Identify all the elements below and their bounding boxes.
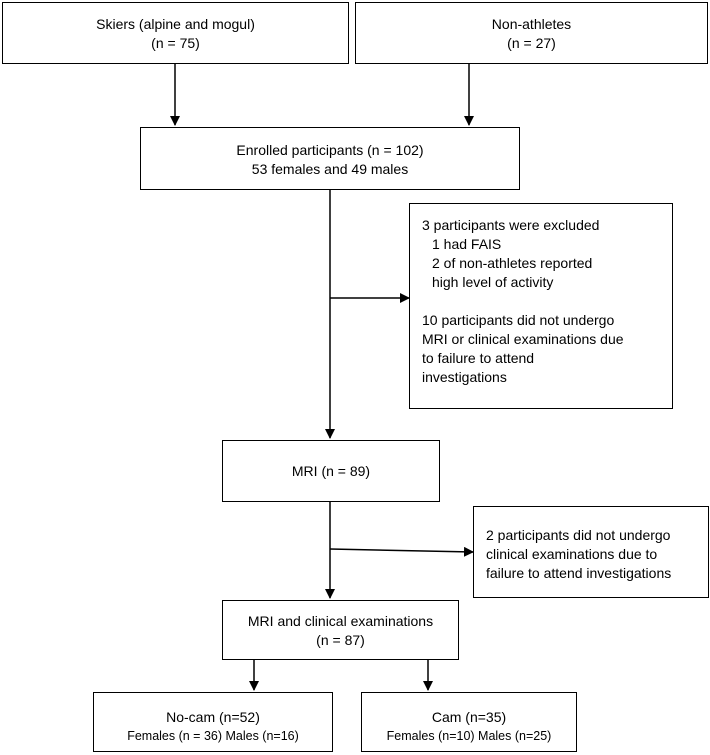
mri-clinical-title: MRI and clinical examinations <box>247 613 434 629</box>
enrolled-title: Enrolled participants (n = 102) <box>236 142 424 158</box>
no-clinical-line-2: clinical examinations due to <box>486 546 658 562</box>
no-clinical-line-3: failure to attend investigations <box>486 565 672 581</box>
excluded-line-7: to failure to attend <box>422 350 535 366</box>
excluded-spacer <box>422 292 672 311</box>
enrolled-box: Enrolled participants (n = 102) 53 femal… <box>140 127 520 190</box>
cam-title: Cam (n=35) <box>431 709 507 725</box>
excluded-line-5: 10 participants did not undergo <box>422 312 615 328</box>
non-athletes-count: (n = 27) <box>507 35 556 51</box>
cam-box: Cam (n=35) Females (n=10) Males (n=25) <box>361 692 577 752</box>
excluded-line-2: 1 had FAIS <box>432 236 502 252</box>
no-clinical-line-1: 2 participants did not undergo <box>486 527 671 543</box>
excluded-line-8: investigations <box>422 369 507 385</box>
mri-clinical-count: (n = 87) <box>316 632 365 648</box>
excluded-line-4: high level of activity <box>432 274 554 290</box>
excluded-line-3: 2 of non-athletes reported <box>432 255 593 271</box>
arrow-to-no-clinical <box>329 546 474 557</box>
excluded-line-1: 3 participants were excluded <box>422 217 600 233</box>
mri-clinical-box: MRI and clinical examinations (n = 87) <box>222 600 459 660</box>
enrolled-detail: 53 females and 49 males <box>251 161 409 177</box>
excluded-line-6: MRI or clinical examinations due <box>422 331 624 347</box>
skiers-box: Skiers (alpine and mogul) (n = 75) <box>2 2 349 64</box>
skiers-count: (n = 75) <box>151 35 200 51</box>
non-athletes-title: Non-athletes <box>491 16 572 32</box>
no-cam-detail: Females (n = 36) Males (n=16) <box>127 729 299 743</box>
mri-title: MRI (n = 89) <box>291 463 371 479</box>
skiers-title: Skiers (alpine and mogul) <box>96 16 255 32</box>
no-clinical-box: 2 participants did not undergo clinical … <box>473 506 709 598</box>
excluded-box: 3 participants were excluded 1 had FAIS … <box>409 203 673 409</box>
cam-detail: Females (n=10) Males (n=25) <box>386 729 552 743</box>
non-athletes-box: Non-athletes (n = 27) <box>355 2 708 64</box>
mri-box: MRI (n = 89) <box>222 440 440 502</box>
no-cam-title: No-cam (n=52) <box>166 709 260 725</box>
no-cam-box: No-cam (n=52) Females (n = 36) Males (n=… <box>93 692 333 752</box>
